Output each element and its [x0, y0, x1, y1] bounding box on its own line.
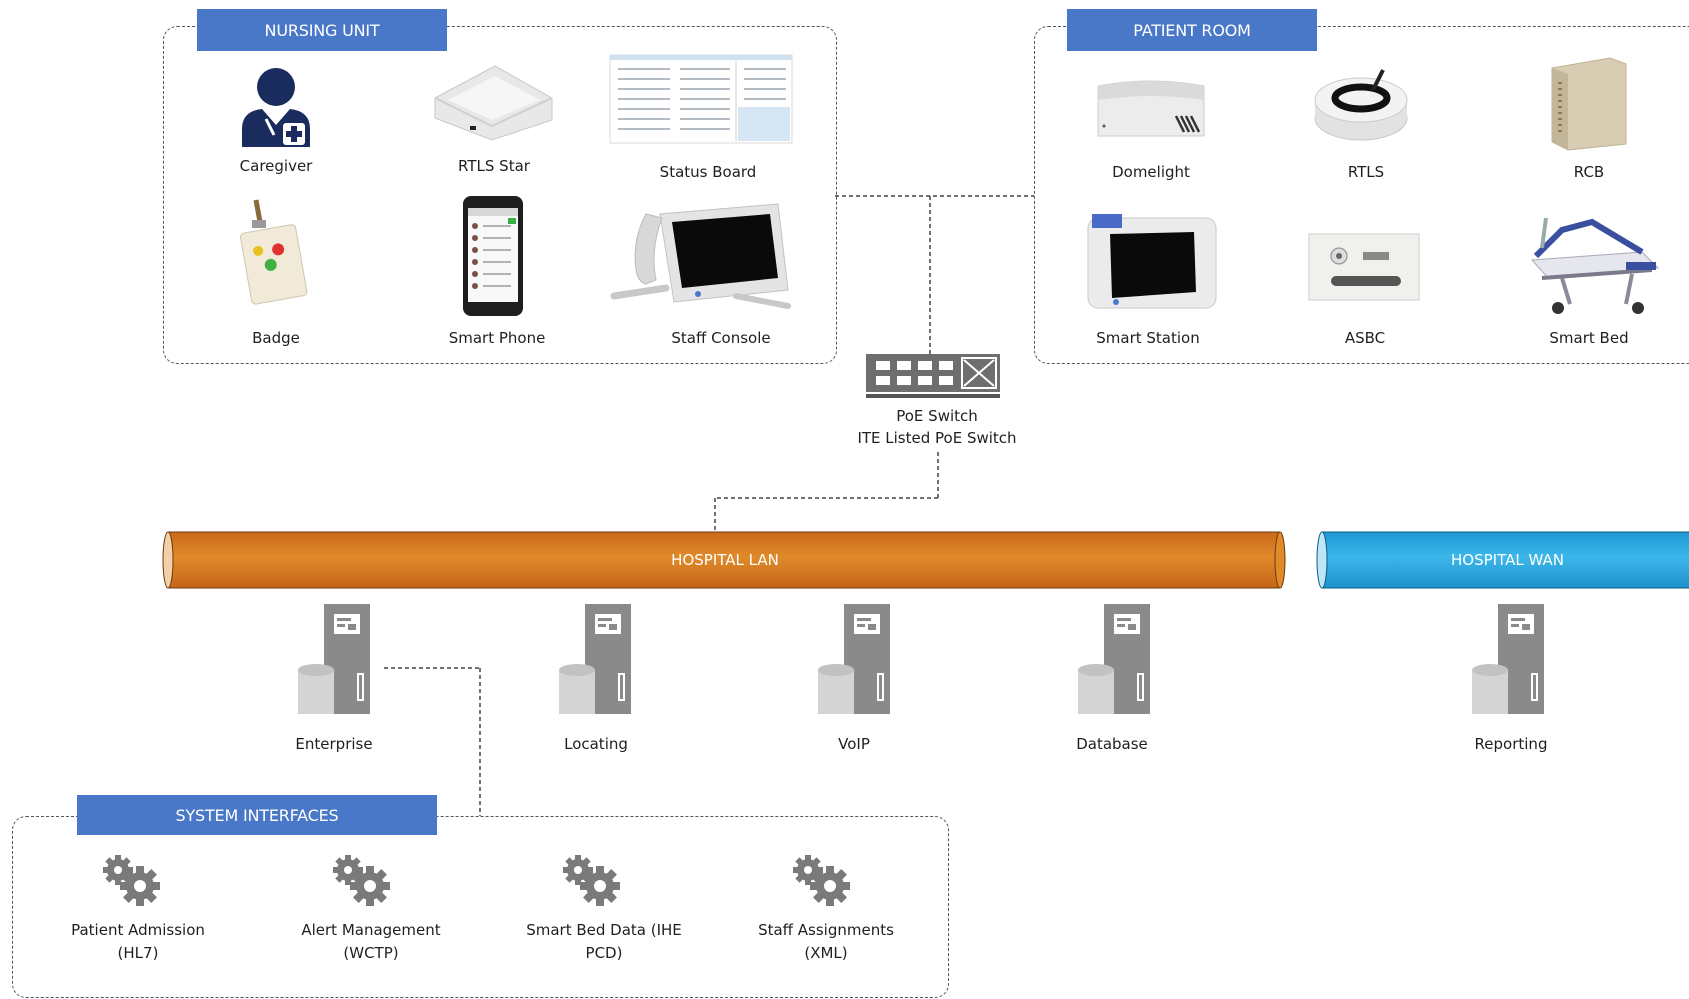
smart-bed-data-gears-icon — [563, 855, 620, 906]
staff-assignments-label: Staff Assignments — [758, 921, 894, 939]
reporting-label: Reporting — [1474, 735, 1548, 753]
hospital-wan-pipe — [1316, 531, 1689, 589]
caregiver-icon — [242, 68, 310, 147]
patient-admission-label: Patient Admission — [71, 921, 205, 939]
nursing-unit-header: NURSING UNIT — [197, 9, 447, 51]
patient-admission-gears-icon — [103, 855, 160, 906]
system-interfaces-header: SYSTEM INTERFACES — [77, 795, 437, 835]
poe-switch-icon — [866, 354, 1000, 398]
rtls-label: RTLS — [1347, 163, 1385, 181]
smart-bed-label: Smart Bed — [1549, 329, 1629, 347]
staff-assignments-gears-icon — [793, 855, 850, 906]
rtls-icon — [1314, 69, 1408, 141]
rtls-star-icon — [434, 65, 553, 141]
status-board-icon — [609, 54, 793, 144]
badge-icon — [239, 199, 308, 305]
status-board-label: Status Board — [659, 163, 757, 181]
locating-label: Locating — [564, 735, 628, 753]
asbc-label: ASBC — [1344, 329, 1386, 347]
smart-bed-icon — [1530, 217, 1660, 314]
voip-label: VoIP — [838, 735, 870, 753]
smart-phone-label: Smart Phone — [448, 329, 546, 347]
smart-phone-icon — [463, 196, 523, 316]
asbc-icon — [1308, 233, 1420, 301]
voip-server-icon — [818, 604, 890, 714]
staff-console-icon — [610, 203, 791, 309]
caregiver-label: Caregiver — [239, 157, 313, 175]
reporting-server-icon — [1472, 604, 1544, 714]
smart-station-label: Smart Station — [1096, 329, 1200, 347]
staff-console-label: Staff Console — [671, 329, 771, 347]
poe-switch-label: PoE Switch — [896, 407, 978, 425]
alert-management-sublabel: (WCTP) — [343, 944, 399, 962]
domelight-icon — [1097, 80, 1205, 137]
staff-assignments-sublabel: (XML) — [804, 944, 848, 962]
badge-label: Badge — [252, 329, 300, 347]
rcb-icon — [1551, 57, 1627, 151]
patient-room-group — [1034, 26, 1689, 364]
rtls-star-label: RTLS Star — [458, 157, 530, 175]
system-interfaces-group — [12, 816, 949, 998]
enterprise-label: Enterprise — [295, 735, 373, 753]
locating-server-icon — [559, 604, 631, 714]
alert-management-label: Alert Management — [301, 921, 441, 939]
poe-switch-sublabel: ITE Listed PoE Switch — [857, 429, 1017, 447]
database-label: Database — [1076, 735, 1148, 753]
alert-management-gears-icon — [333, 855, 390, 906]
enterprise-server-icon — [298, 604, 370, 714]
patient-admission-sublabel: (HL7) — [117, 944, 159, 962]
domelight-label: Domelight — [1112, 163, 1190, 181]
nursing-unit-group — [163, 26, 837, 364]
hospital-lan-pipe — [162, 531, 1286, 589]
smart-bed-data-sublabel: PCD) — [585, 944, 623, 962]
smart-bed-data-label: Smart Bed Data (IHE — [526, 921, 682, 939]
database-server-icon — [1078, 604, 1150, 714]
smart-station-icon — [1087, 214, 1217, 309]
hospital-lan-label: HOSPITAL LAN — [671, 551, 779, 569]
patient-room-header: PATIENT ROOM — [1067, 9, 1317, 51]
rcb-label: RCB — [1573, 163, 1605, 181]
hospital-wan-label: HOSPITAL WAN — [1451, 551, 1564, 569]
